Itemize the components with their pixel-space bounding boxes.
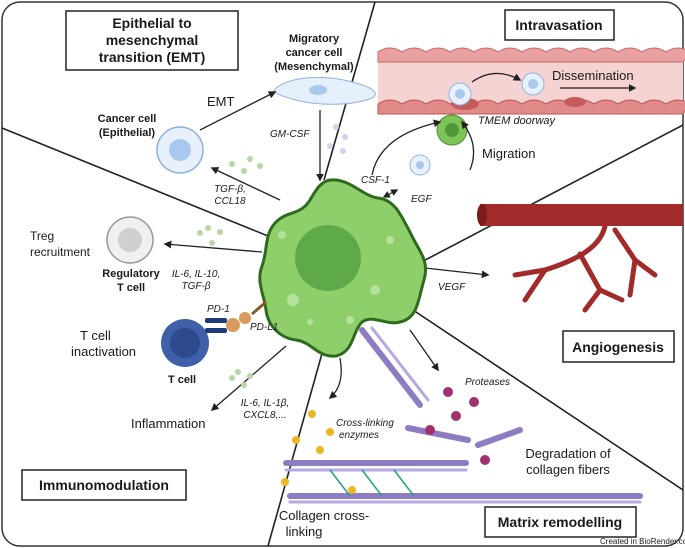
tmem-label: TMEM doorway	[478, 115, 557, 127]
emt-arrows	[199, 91, 324, 201]
pd1-label: PD-1	[207, 304, 230, 315]
vegf-label: VEGF	[438, 282, 466, 293]
regulatory-tcell-illustration	[106, 216, 154, 264]
emt-arrow-label: EMT	[207, 94, 235, 109]
egf-label: EGF	[411, 194, 432, 205]
intravasation-box	[504, 9, 615, 41]
migratory-cell-label-2: cancer cell	[286, 47, 343, 59]
tcell-label: T cell	[168, 374, 196, 386]
regulatory-tcell-label-1: Regulatory	[102, 268, 160, 280]
emt-title-line1: Epithelial to	[112, 15, 191, 31]
gm-csf-label: GM-CSF	[270, 129, 310, 140]
emt-title-line3: transition (EMT)	[99, 49, 206, 65]
pd1-pdl1-interaction	[205, 300, 267, 333]
credit-text: Created in BioRender.com	[600, 537, 685, 546]
blood-vessel-illustration	[377, 47, 685, 176]
il6-il10-label-1: IL-6, IL-10,	[172, 269, 220, 280]
degradation-label-1: Degradation of	[525, 446, 611, 461]
cancer-cell-label-2: (Epithelial)	[99, 127, 156, 139]
tcell-inactivation-2: inactivation	[71, 344, 136, 359]
tgf-ccl18-label-1: TGF-β,	[214, 184, 246, 195]
crosslinking-enzymes-1: Cross-linking	[336, 418, 394, 429]
migratory-cell-label-1: Migratory	[289, 33, 340, 45]
proteases-label: Proteases	[465, 377, 510, 388]
inflammation-label: Inflammation	[131, 416, 205, 431]
migration-label: Migration	[482, 146, 535, 161]
collagen-crosslinking-1: Collagen cross-	[279, 508, 369, 523]
intravasation-title: Intravasation	[515, 17, 602, 33]
angiogenesis-title: Angiogenesis	[572, 339, 664, 355]
vegf-arrow	[424, 267, 490, 279]
epithelial-cancer-cell-illustration	[156, 126, 204, 174]
il6-il10-label-2: TGF-β	[181, 281, 210, 292]
cancer-cell-label-1: Cancer cell	[98, 113, 157, 125]
tcell-illustration	[161, 319, 209, 367]
csf1-egf-arrow	[382, 189, 399, 198]
matrix-arrows	[328, 329, 439, 400]
dissemination-label: Dissemination	[552, 68, 634, 83]
tgf-ccl18-label-2: CCL18	[214, 196, 246, 207]
collagen-fibers	[283, 326, 643, 504]
immunomodulation-title: Immunomodulation	[39, 477, 169, 493]
tgf-dots	[229, 156, 263, 174]
treg-recruitment-1: Treg	[30, 229, 54, 243]
collagen-crosslinking-2: linking	[286, 524, 323, 539]
angiogenic-vessel	[477, 204, 683, 313]
gm-csf-dots	[327, 124, 348, 154]
crosslinking-enzymes	[281, 410, 356, 494]
intravasation-arrows	[371, 72, 637, 176]
crosslinking-enzymes-2: enzymes	[339, 430, 379, 441]
treg-recruitment-2: recruitment	[30, 245, 91, 259]
il6-il1b-label-1: IL-6, IL-1β,	[241, 398, 290, 409]
immunomodulation-box	[21, 469, 187, 501]
csf1-label: CSF-1	[361, 175, 390, 186]
regulatory-tcell-label-2: T cell	[117, 282, 145, 294]
emt-title-box	[65, 10, 239, 71]
proteases	[425, 387, 490, 465]
immuno-dots	[197, 225, 253, 388]
angiogenesis-box	[562, 330, 675, 363]
emt-title-line2: mesenchymal	[106, 32, 199, 48]
migratory-cancer-cell-illustration	[274, 76, 376, 105]
il6-il1b-label-2: CXCL8,...	[243, 410, 286, 421]
tumor-vesicles	[278, 231, 394, 325]
degradation-label-2: collagen fibers	[526, 462, 610, 477]
tumor-nucleus	[295, 225, 361, 291]
pdl1-label: PD-L1	[250, 322, 278, 333]
tcell-inactivation-1: T cell	[80, 328, 111, 343]
matrix-remodelling-box	[484, 506, 637, 538]
matrix-remodelling-title: Matrix remodelling	[498, 514, 622, 530]
migratory-cell-label-3: (Mesenchymal)	[274, 61, 354, 73]
crosslinks	[329, 469, 415, 497]
